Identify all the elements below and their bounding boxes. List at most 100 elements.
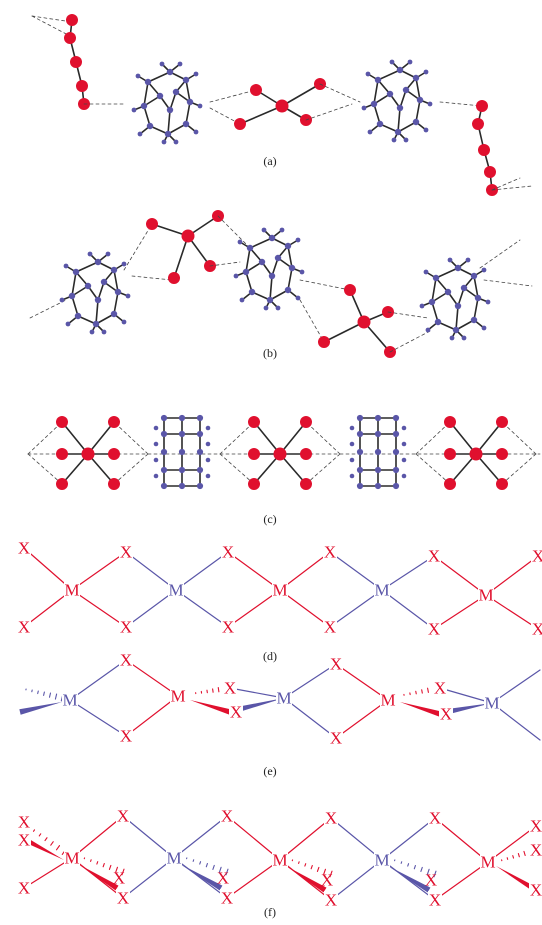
oxygen-atom [496,478,508,490]
hydrogen-bond [491,177,521,191]
nitrogen-atom [178,466,186,474]
metal-atom [273,447,287,461]
nitrogen-atom [449,335,455,341]
nitrogen-atom [242,268,250,276]
hashed-bond [50,841,54,846]
nitrogen-atom [87,251,93,257]
blue-bridge-bond [69,699,127,737]
nitrogen-atom [356,466,364,474]
hashed-bond [426,868,430,875]
metal-m: M [64,849,79,868]
red-bridge-bond [227,589,281,628]
nitrogen-atom [193,129,199,135]
oxygen-atom [496,448,508,460]
bond [143,81,149,107]
nitrogen-atom [248,288,256,296]
nitrogen-atom [401,473,407,479]
bond [95,313,115,325]
hydrogen-bond [113,453,149,485]
blue-bridge-bond [329,551,383,591]
nitrogen-atom [374,466,382,474]
nitrogen-atom [131,107,137,113]
nitrogen-atom [295,295,301,301]
hydrogen-bond [483,279,533,287]
bond [113,269,119,293]
oxygen-atom [248,448,260,460]
ligand-x: X [325,809,337,828]
red-bridge-bond [279,589,331,628]
label-mask [529,817,542,835]
oxygen-atom [56,416,68,428]
hydrogen-bond [209,89,257,103]
ligand-x: X [324,543,336,562]
panel-a-label: (a) [263,154,276,168]
bond [415,99,421,123]
label-mask [531,620,542,638]
ligand-x: X [321,871,333,890]
nitrogen-atom [454,302,462,310]
nitrogen-atom [263,305,269,311]
hydrogen-bond [305,421,341,455]
nitrogen-atom [156,92,164,100]
nitrogen-atom [105,251,111,257]
bond [415,77,421,101]
nitrogen-atom [284,286,292,294]
ligand-x: X [221,889,233,908]
nitrogen-atom [356,414,364,422]
ligand-x: X [117,889,129,908]
ligand-x: X [120,543,132,562]
bridge-bond [173,857,228,899]
nitrogen-atom [68,292,76,300]
hashed-bond [310,864,313,870]
nitrogen-atom [374,414,382,422]
bond [239,105,283,125]
nitrogen-atom [144,78,152,86]
oxygen-atom [300,448,312,460]
oxygen-atom [300,478,312,490]
nitrogen-atom [146,122,154,130]
hydrogen-bond [31,15,71,37]
bond [77,315,97,325]
nitrogen-atom [72,268,80,276]
label-mask [428,891,442,909]
ligand-x: X [18,618,30,637]
label-mask [221,618,235,636]
label-mask [223,679,237,697]
nitrogen-atom [392,448,400,456]
wedge-bond [400,702,441,717]
red-bridge-bond [485,594,539,630]
bond [377,69,401,81]
nitrogen-atom [160,466,168,474]
hashed-bond [32,829,36,832]
oxygen-atom [168,272,180,284]
ligand-x: X [530,881,542,900]
label-mask [374,851,390,869]
hashed-bond [400,861,403,864]
nitrogen-atom [349,473,355,479]
nitrogen-atom [481,325,487,331]
bridge-bond [381,817,436,861]
label-mask [221,543,235,561]
nitrogen-atom [374,482,382,490]
nitrogen-atom [374,76,382,84]
hashed-bond [433,870,437,878]
oxygen-atom [248,478,260,490]
wedge-bond [496,866,538,893]
nitrogen-atom [274,254,282,262]
nitrogen-atom [407,59,413,65]
bond [245,247,251,273]
oxygen-atom [76,80,88,92]
hydrogen-bond [123,223,153,271]
label-mask [374,581,390,599]
nitrogen-atom [416,96,424,104]
nitrogen-atom [258,258,266,266]
bond [431,277,437,303]
bridge-bond [279,817,332,861]
label-mask [324,891,338,909]
bond [75,261,99,273]
hashed-bond [96,861,99,865]
ligand-x: X [18,879,30,898]
oxygen-atom [444,448,456,460]
nitrogen-atom [153,473,159,479]
ligand-x: X [429,891,441,910]
